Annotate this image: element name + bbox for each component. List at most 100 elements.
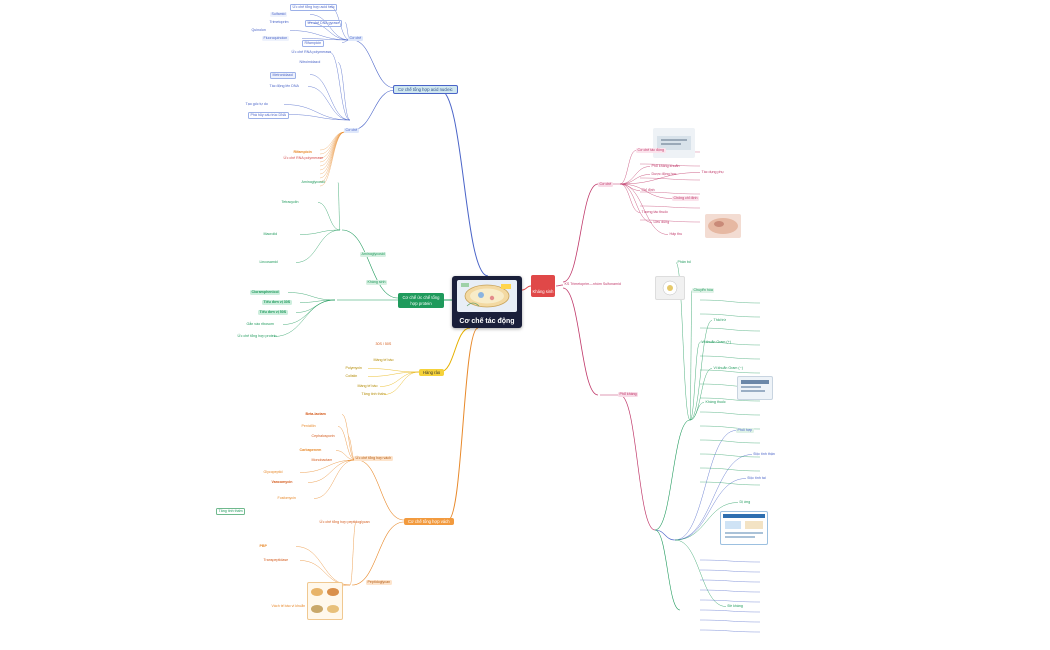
mindmap-node[interactable]: Tetracyclin <box>281 200 299 204</box>
mindmap-node[interactable]: Ức chế tổng hợp acid folic <box>290 4 337 11</box>
thumbnail-image <box>655 276 685 300</box>
branch-protein[interactable]: Cơ chế ức chế tổng hợp protein <box>398 293 444 308</box>
connector-line <box>689 290 693 421</box>
mindmap-node[interactable]: Ức chế DNA gyrase <box>305 20 342 27</box>
connector-line <box>699 629 761 633</box>
right-main-label[interactable]: KS Trimetoprim—nhóm Sulfonamid <box>564 282 621 286</box>
mindmap-node[interactable]: Rifampicin <box>293 150 312 154</box>
branch-khang-sinh[interactable]: Kháng sinh <box>531 275 555 297</box>
mindmap-node[interactable]: Tác động lên DNA <box>269 84 299 88</box>
connector-line <box>699 313 761 318</box>
mindmap-node[interactable]: Lincosamid <box>259 260 278 264</box>
connector-line <box>699 559 761 563</box>
mindmap-node[interactable]: Glycopeptid <box>263 470 283 474</box>
thumbnail-image <box>720 511 768 545</box>
mindmap-node[interactable]: Độc tính tai <box>747 476 766 480</box>
mindmap-node[interactable]: Cloramphenicol <box>250 290 281 295</box>
mindmap-node[interactable]: Carbapenem <box>299 448 322 452</box>
mindmap-node[interactable]: Chuyển hóa <box>692 288 715 293</box>
mindmap-node[interactable]: Ức chế RNA polymerase <box>291 50 332 54</box>
connector-line <box>295 299 336 313</box>
mindmap-node[interactable]: Hấp thu <box>669 232 683 236</box>
mindmap-node[interactable]: Màng tế bào <box>357 384 378 388</box>
branch-hang-rao[interactable]: Hàng rào <box>419 369 445 376</box>
mindmap-node[interactable]: Đề kháng <box>727 604 743 608</box>
connector-line <box>699 453 761 458</box>
mindmap-node[interactable]: Phân bố <box>677 260 691 264</box>
mindmap-node[interactable]: Macrolid <box>263 232 278 236</box>
mindmap-node[interactable]: Quinolon <box>251 28 266 32</box>
mindmap-node[interactable]: Cơ chế tác động <box>636 148 666 153</box>
branch-acid-nucleic[interactable]: Cơ chế tổng hợp acid nucleic <box>393 85 458 94</box>
mindmap-node[interactable]: Fluoroquinolon <box>262 36 289 41</box>
mindmap-node[interactable]: Vách tế bào vi khuẩn <box>271 604 306 608</box>
mindmap-node[interactable]: Dị ứng <box>739 500 751 504</box>
mindmap-node[interactable]: 30S / 50S <box>375 342 392 346</box>
connector-line <box>699 341 761 346</box>
mindmap-node[interactable]: Colistin <box>345 374 358 378</box>
branch-vach[interactable]: Cơ chế tổng hợp vách <box>404 518 454 525</box>
mindmap-node[interactable]: Transpeptidase <box>263 558 289 562</box>
mindmap-node[interactable]: Cơ chế <box>344 128 359 133</box>
mindmap-node[interactable]: Phổ kháng <box>618 392 639 397</box>
root-node[interactable]: Cơ chế tác động <box>452 276 522 328</box>
mindmap-node[interactable]: Fosfomycin <box>277 496 296 500</box>
mindmap-node[interactable]: Sulfamid <box>270 12 287 17</box>
mindmap-node[interactable]: Monobactam <box>311 458 333 462</box>
mindmap-node[interactable]: Liều dùng <box>653 220 670 224</box>
connector-line <box>654 529 681 611</box>
mindmap-node[interactable]: Tác dụng phụ <box>701 170 724 174</box>
mindmap-node[interactable]: Metronidazol <box>270 72 296 79</box>
mindmap-node[interactable]: Màng tế bào <box>373 358 394 362</box>
mindmap-node[interactable]: Thải trừ <box>713 318 727 322</box>
mindmap-node[interactable]: Vancomycin <box>271 480 293 484</box>
mindmap-node[interactable]: Ức chế tổng hợp vách <box>354 456 393 461</box>
mindmap-node[interactable]: Vi khuẩn Gram (+) <box>701 340 731 344</box>
mindmap-node[interactable]: Peptidoglycan <box>366 580 392 585</box>
mindmap-node[interactable]: Chỉ định <box>641 188 655 192</box>
mindmap-node[interactable]: Penicillin <box>301 424 316 428</box>
mindmap-node[interactable]: Tăng tính thấm <box>216 508 246 515</box>
mindmap-node[interactable]: Gắn vào ribosom <box>246 322 274 326</box>
mindmap-node[interactable]: Beta-lactam <box>305 412 326 416</box>
mindmap-node[interactable]: Nitroimidazol <box>299 60 321 64</box>
mindmap-node[interactable]: Cơ chế <box>598 182 613 187</box>
mindmap-node[interactable]: Tạo gốc tự do <box>245 102 268 106</box>
mindmap-node[interactable]: Phá hủy cấu trúc DNA <box>248 112 289 119</box>
mindmap-node[interactable]: Tăng tính thấm <box>361 392 386 396</box>
mindmap-node[interactable]: Tương tác thuốc <box>641 210 669 214</box>
connector-line <box>337 182 341 231</box>
mindmap-node[interactable]: Cơ chế <box>348 36 363 41</box>
mindmap-node[interactable]: Cephalosporin <box>311 434 335 438</box>
connector-line <box>273 299 336 337</box>
connector-line <box>307 459 356 483</box>
connector-line <box>562 183 599 283</box>
mindmap-node[interactable]: Vi khuẩn Gram (−) <box>713 366 743 370</box>
mindmap-node[interactable]: Kháng thuốc <box>705 400 726 404</box>
mindmap-node[interactable]: Aminoglycosid <box>301 180 325 184</box>
mindmap-node[interactable]: Ức chế tổng hợp protein <box>237 334 277 338</box>
mindmap-node[interactable]: Trimetoprim <box>269 20 289 24</box>
connector-line <box>329 52 351 121</box>
mindmap-node[interactable]: Phối hợp <box>736 428 754 433</box>
mindmap-node[interactable]: Phổ kháng khuẩn <box>651 164 680 168</box>
mindmap-node[interactable]: Độc tính thận <box>753 452 775 456</box>
mindmap-node[interactable]: Ức chế RNA polymerase <box>283 156 324 160</box>
connector-line <box>619 183 641 213</box>
connector-line <box>313 459 356 499</box>
mindmap-node[interactable]: Chống chỉ định <box>672 196 699 201</box>
mindmap-node[interactable]: Polymyxin <box>345 366 362 370</box>
mindmap-node[interactable]: Aminoglycosid <box>360 252 387 257</box>
connector-line <box>619 183 669 235</box>
connector-line <box>319 131 346 175</box>
connector-line <box>383 371 420 395</box>
connector-line <box>356 459 405 521</box>
mindmap-node[interactable]: Ức chế tổng hợp peptidoglycan <box>319 520 370 524</box>
mindmap-node[interactable]: Kháng sinh <box>366 280 387 285</box>
mindmap-node[interactable]: Dược động học <box>651 172 677 176</box>
mindmap-node[interactable]: Rifampicin <box>302 40 324 47</box>
mindmap-node[interactable]: Tiểu đơn vị 30S <box>262 300 292 305</box>
mindmap-node[interactable]: Tiểu đơn vị 50S <box>258 310 288 315</box>
mindmap-node[interactable]: PBP <box>259 544 267 548</box>
connector-line <box>699 599 761 603</box>
